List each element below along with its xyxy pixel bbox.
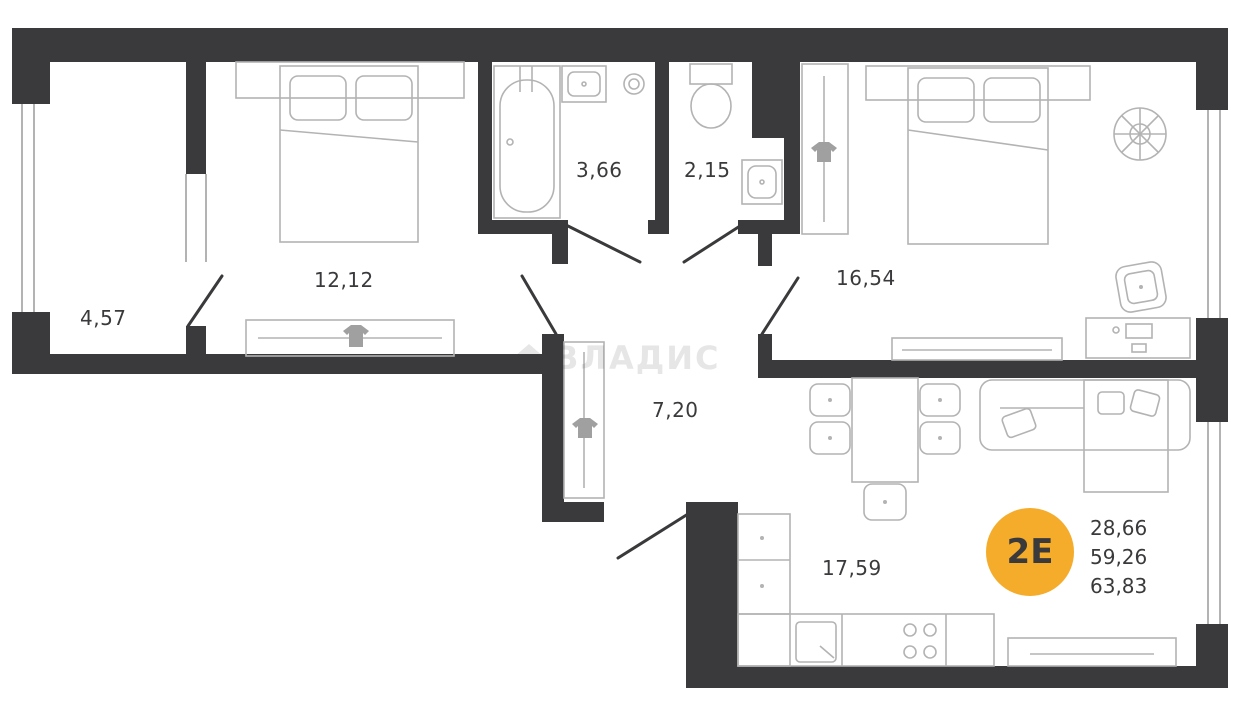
sink-icon: [741, 159, 783, 205]
living-area: 28,66: [1090, 516, 1148, 540]
bathroom-door-jamb: [552, 220, 568, 264]
watermark: ВЛАДИС: [512, 338, 752, 378]
wc-right-wall: [784, 62, 800, 234]
partition-balcony-top: [186, 62, 206, 174]
sofa-icon: [979, 379, 1191, 493]
apartment-type-badge: 2E: [986, 508, 1074, 596]
partition-balcony-bottom: [186, 326, 206, 356]
hallway-left-wall: [542, 334, 564, 522]
wardrobe-hanger-icon: [572, 418, 598, 438]
hallway-closet-bottom: [542, 502, 604, 522]
total-area-with-balcony: 63,83: [1090, 574, 1148, 598]
room-area-wc: 2,15: [684, 158, 731, 182]
kitchen-left-wall: [686, 502, 738, 688]
windows: [21, 104, 1221, 624]
tv-icon: [891, 337, 1063, 361]
room-area-kitchen-living: 17,59: [822, 556, 882, 580]
total-area: 59,26: [1090, 545, 1148, 569]
doors: [186, 224, 800, 560]
wardrobe-hanger-icon: [343, 325, 369, 347]
plant-icon: [1113, 107, 1167, 161]
bathroom-left-wall: [478, 62, 492, 234]
right-wall-middle: [1196, 318, 1228, 422]
chair-pattern: [760, 285, 1143, 588]
desk: [1085, 317, 1191, 359]
bed-icon: [235, 61, 465, 243]
right-bedroom-bottom-wall: [758, 360, 1198, 378]
kitchen-bottom-wall: [686, 666, 1228, 688]
bathroom-bottom-wall: [478, 220, 568, 234]
wardrobe-hanger-icon: [811, 142, 837, 162]
room-area-bedroom-right: 16,54: [836, 266, 896, 290]
bathroom-door-right: [648, 220, 669, 234]
tv-icon: [1007, 637, 1177, 667]
dining-table: [851, 377, 919, 483]
bath-wc-partition: [655, 62, 669, 234]
stove-icon: [903, 623, 937, 659]
top-wall: [12, 28, 1228, 62]
room-area-hallway: 7,20: [652, 398, 699, 422]
watermark-text: ВЛАДИС: [554, 339, 721, 377]
area-summary: 28,66 59,26 63,83: [1090, 514, 1147, 601]
right-wall-top: [1196, 28, 1228, 110]
bed-icon: [865, 65, 1091, 245]
bathtub-icon: [493, 65, 561, 219]
kitchen-counter: [737, 513, 995, 667]
kitchen-sink-icon: [795, 621, 837, 663]
sink-icon: [561, 65, 607, 103]
room-area-bedroom-left: 12,12: [314, 268, 374, 292]
room-area-bathroom: 3,66: [576, 158, 623, 182]
house-logo-icon: [514, 344, 544, 373]
armchair-icon: [1115, 261, 1167, 313]
wc-door-jamb: [758, 220, 772, 266]
walls: [12, 28, 1228, 688]
washing-machine-icon: [623, 73, 645, 95]
bottom-wall-left: [12, 354, 542, 374]
toilet-icon: [689, 63, 733, 129]
chair-icon: [809, 383, 961, 521]
left-wall-top: [12, 28, 50, 104]
room-area-balcony: 4,57: [80, 306, 127, 330]
